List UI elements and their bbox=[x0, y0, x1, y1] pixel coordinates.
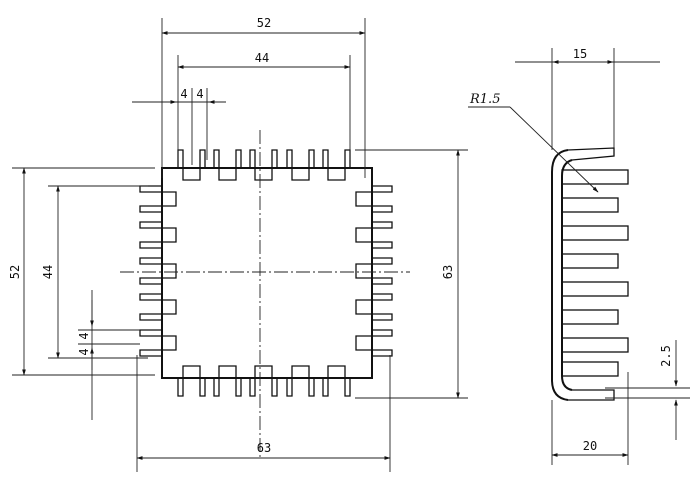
front-view: 52 44 4 4 52 44 4 4 63 bbox=[8, 16, 468, 472]
dim-top-inner-width: 44 bbox=[255, 51, 269, 65]
side-base-plate-outer bbox=[551, 149, 569, 401]
dim-left-pitch-b: 4 bbox=[77, 348, 91, 355]
left-fin-0 bbox=[139, 185, 177, 213]
side-fin-array bbox=[561, 147, 629, 401]
right-fin-2 bbox=[355, 257, 393, 285]
side-fin-2 bbox=[561, 225, 629, 241]
right-fin-4 bbox=[355, 329, 393, 357]
bottom-fin-3 bbox=[286, 365, 315, 397]
dim-fin-pitch-b: 4 bbox=[196, 87, 203, 101]
dim-fin-pitch-a: 4 bbox=[180, 87, 187, 101]
side-fin-6 bbox=[561, 337, 629, 353]
side-bottom-lip bbox=[568, 389, 615, 401]
bottom-fin-2 bbox=[249, 365, 278, 397]
side-fin-0 bbox=[561, 169, 629, 185]
side-base-plate-inner bbox=[561, 159, 573, 391]
left-fin-1 bbox=[139, 221, 177, 249]
bottom-fin-0 bbox=[177, 365, 206, 397]
top-fin-0 bbox=[177, 149, 206, 181]
dim-left-pitch-a: 4 bbox=[77, 332, 91, 339]
top-fin-2 bbox=[249, 149, 278, 181]
side-fin-7 bbox=[561, 361, 619, 377]
side-fin-5 bbox=[561, 309, 619, 325]
top-fin-1 bbox=[213, 149, 242, 181]
fin-array bbox=[139, 149, 393, 397]
side-view: R1.5 15 20 2.5 bbox=[468, 47, 690, 465]
dim-left-inner-height: 44 bbox=[41, 265, 55, 279]
dim-bottom-width: 63 bbox=[257, 441, 271, 455]
base-plate bbox=[161, 167, 373, 379]
dim-side-top-width: 15 bbox=[573, 47, 587, 61]
right-fin-1 bbox=[355, 221, 393, 249]
dim-side-bottom-width: 20 bbox=[583, 439, 597, 453]
dim-top-overall-width: 52 bbox=[257, 16, 271, 30]
dim-left-overall-height: 52 bbox=[8, 265, 22, 279]
bottom-fin-4 bbox=[322, 365, 351, 397]
side-fin-3 bbox=[561, 253, 619, 269]
label-radius: R1.5 bbox=[469, 92, 500, 107]
dim-right-height: 63 bbox=[441, 265, 455, 279]
side-fin-1 bbox=[561, 197, 619, 213]
left-fin-3 bbox=[139, 293, 177, 321]
right-fin-0 bbox=[355, 185, 393, 213]
right-fin-3 bbox=[355, 293, 393, 321]
top-fin-4 bbox=[322, 149, 351, 181]
side-top-lip bbox=[567, 147, 615, 161]
top-fin-3 bbox=[286, 149, 315, 181]
side-fin-4 bbox=[561, 281, 629, 297]
dim-fin-thickness: 2.5 bbox=[659, 345, 673, 367]
left-fin-2 bbox=[139, 257, 177, 285]
bottom-fin-1 bbox=[213, 365, 242, 397]
left-fin-4 bbox=[139, 329, 177, 357]
